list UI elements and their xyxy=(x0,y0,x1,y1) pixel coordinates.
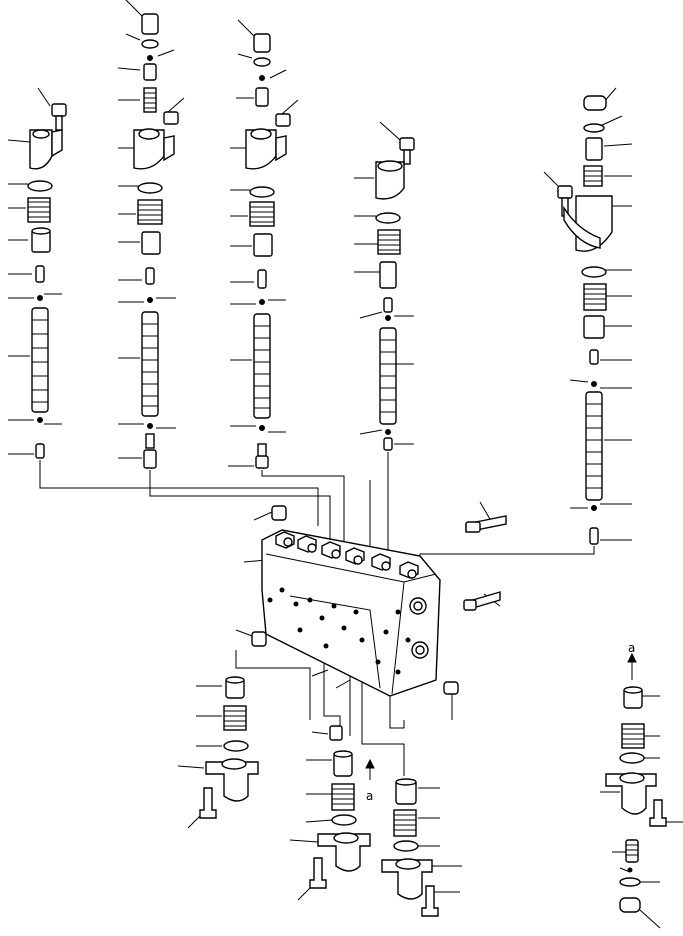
bottom-right-center-assembly xyxy=(381,778,462,917)
assembly-leader-lines xyxy=(39,452,595,776)
view-a-label-right: a xyxy=(628,641,635,655)
bottom-right-view-a-assembly: a xyxy=(600,641,683,929)
bottom-middle-assembly: a xyxy=(289,750,375,901)
view-a-label-bottom: a xyxy=(366,789,373,803)
valve-stack-5 xyxy=(543,87,633,545)
bottom-left-assembly xyxy=(177,676,259,829)
valve-stack-2 xyxy=(117,0,185,469)
plugs-and-fittings xyxy=(235,501,507,720)
valve-stack-4 xyxy=(354,121,415,451)
main-valve-block xyxy=(243,529,441,741)
valve-stack-3 xyxy=(228,19,299,469)
valve-stack-1 xyxy=(7,87,67,459)
